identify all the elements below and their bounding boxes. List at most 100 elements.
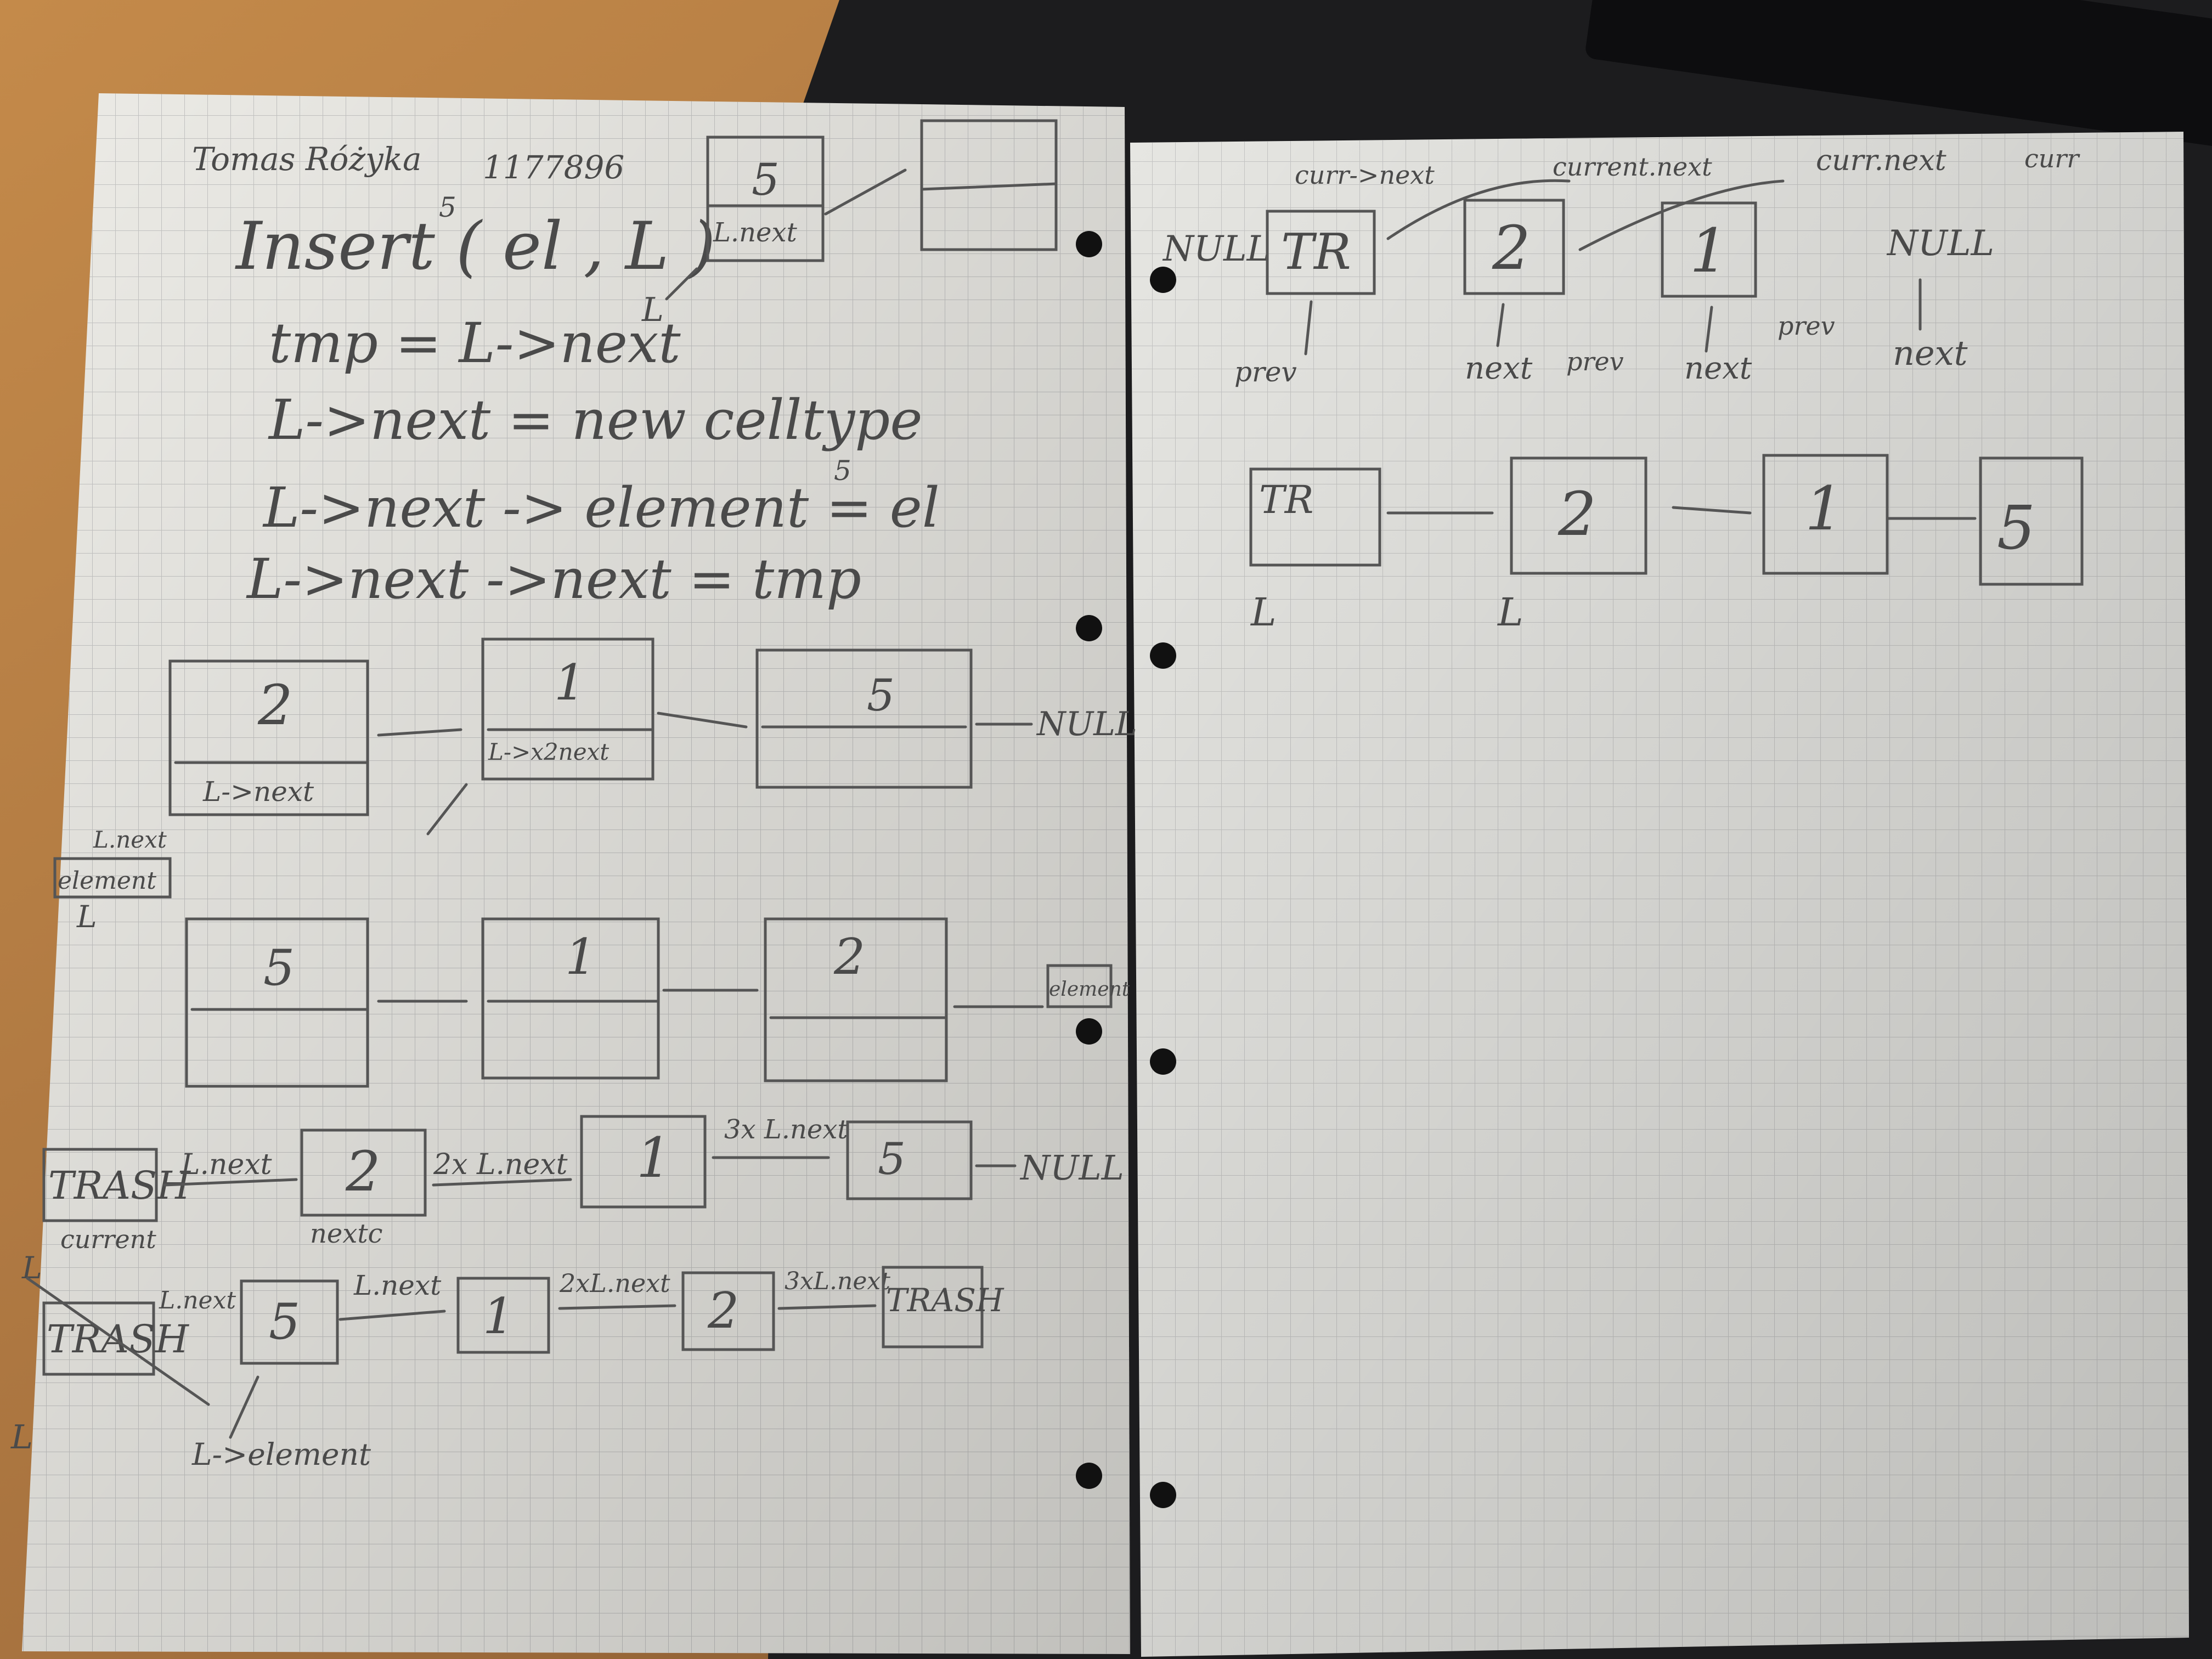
row3-below-current: current <box>60 1224 156 1254</box>
row1-list: 2 L->next 1 L->x2next 5 NULL L.next elem… <box>53 637 1137 934</box>
right-row1-null-left: NULL <box>1162 229 1270 269</box>
right-label-curr-next: curr->next <box>1295 160 1435 190</box>
row1-node3-value: 5 <box>867 670 895 721</box>
top-node-label: L.next <box>713 217 798 248</box>
row3-node-5 <box>846 1120 973 1200</box>
student-id: 1177896 <box>483 149 624 186</box>
top-node-value: 5 <box>752 154 780 205</box>
row4-node3-value: 2 <box>707 1282 739 1340</box>
row2-list: 5 1 2 element <box>185 917 1130 1088</box>
right-row2-pointer2: L <box>1497 590 1523 635</box>
code-title: Insert ( el , L ) <box>235 208 715 285</box>
row3-null: NULL <box>1019 1148 1124 1188</box>
right-row1: NULL TR 2 1 NULL prev next prev next pre… <box>1162 179 1994 388</box>
right-top-labels: curr->next current.next curr.next curr <box>1295 144 2080 190</box>
row4-list: TRASH L.next 5 L.next 1 2xL.next 2 3xL.n… <box>10 1266 1005 1472</box>
row3-list: TRASH L.next 2 2x L.next 1 3x L.next 5 N… <box>21 1114 1124 1285</box>
row1-node2-sub: L->x2next <box>488 738 609 765</box>
code-line-1: tmp = L->next <box>269 311 681 375</box>
row3-pointer: L <box>21 1250 42 1285</box>
row4-node-trash-end <box>882 1266 984 1348</box>
row1-node2-value: 1 <box>554 654 585 712</box>
right-row1-node3-value: 1 <box>1690 216 1728 286</box>
right-row1-node1-value: TR <box>1281 223 1351 281</box>
row4-node-1 <box>456 1277 550 1354</box>
row2-node-1 <box>481 917 660 1080</box>
right-label-current-next: current.next <box>1553 152 1712 182</box>
row1-side-label-a: L.next <box>93 826 167 853</box>
row4-node-5 <box>240 1279 339 1365</box>
right-row2-node-tr <box>1249 467 1381 567</box>
row1-node1-value: 2 <box>257 673 293 737</box>
top-node-diagram: 5 L.next L <box>641 119 1058 329</box>
right-row2-pointer1: L <box>1250 590 1276 635</box>
row4-node1-value: 5 <box>269 1293 300 1351</box>
right-row1-prev2: prev <box>1566 347 1624 376</box>
code-line-2: L->next = new celltype <box>268 388 923 452</box>
right-label-curr: curr <box>2024 144 2080 173</box>
right-label-curr-next2: curr.next <box>1816 144 1946 177</box>
row1-node-5 <box>755 648 973 789</box>
right-row1-prev1: prev <box>1234 356 1297 388</box>
row1-node-2 <box>168 659 369 816</box>
row2-node-5 <box>185 917 369 1088</box>
annotation-5: 5 <box>439 191 456 223</box>
row3-arrow2-label: 2x L.next <box>433 1148 568 1181</box>
right-row1-node-2 <box>1463 199 1565 295</box>
author-name: Tomas Różyka <box>192 140 422 178</box>
top-pointer-label: L <box>641 291 664 329</box>
row3-node3-value: 5 <box>878 1133 906 1184</box>
right-row2-node2-value: 2 <box>1558 479 1596 549</box>
right-row1-node2-value: 2 <box>1492 213 1531 283</box>
row4-arrow1-label: L.next <box>353 1269 442 1301</box>
right-row2-node3-value: 1 <box>1805 473 1843 544</box>
keyboard <box>1585 0 2212 148</box>
row3-node1-value: 2 <box>345 1139 381 1204</box>
row4-pointer: L <box>10 1418 33 1457</box>
left-header: Tomas Różyka 1177896 <box>192 140 624 186</box>
annotation-5b: 5 <box>834 455 851 487</box>
row1-node-1 <box>481 637 654 781</box>
row3-node-2 <box>300 1128 427 1217</box>
row2-node2-value: 1 <box>565 928 596 986</box>
row2-node3-value: 2 <box>833 928 865 986</box>
right-row1-null-right: NULL <box>1886 223 1994 264</box>
row4-arrow2-label: 2xL.next <box>559 1268 670 1298</box>
right-row1-next3: next <box>1684 351 1752 386</box>
right-row2-node-2 <box>1510 456 1647 575</box>
row4-below-label: L->element <box>191 1437 371 1472</box>
right-row1-prev3: prev <box>1778 311 1835 341</box>
right-row2-node4-value: 5 <box>1997 493 2035 563</box>
row3-node-trash <box>42 1148 158 1222</box>
right-row2-node1-value: TR <box>1259 477 1313 522</box>
right-row2: TR 2 1 5 L L <box>1249 454 2084 635</box>
code-line-4: L->next ->next = tmp <box>246 547 861 611</box>
row1-side-pointer: L <box>76 899 97 934</box>
row4-node2-value: 1 <box>483 1288 514 1345</box>
right-row1-node-1 <box>1661 201 1757 298</box>
row4-node0-value: TRASH <box>47 1317 190 1362</box>
row3-arrow3-label: 3x L.next <box>724 1114 848 1145</box>
row2-side-label: element <box>1049 978 1130 1001</box>
row1-node1-sub: L->next <box>202 776 314 808</box>
row3-below-next: nextc <box>310 1218 383 1249</box>
row4-node-2 <box>681 1271 775 1351</box>
right-row2-node-5 <box>1979 456 2084 586</box>
right-row1-node-tr <box>1266 210 1376 295</box>
code-block: Insert ( el , L ) 5 tmp = L->next L->nex… <box>235 191 940 611</box>
row4-arrow3-label: 3xL.next <box>785 1267 890 1295</box>
left-page <box>22 93 1130 1654</box>
row2-node-2 <box>764 917 948 1082</box>
row4-arrow0-label: L.next <box>159 1286 236 1314</box>
row1-side-label-b: element <box>58 867 156 895</box>
right-row1-next2: next <box>1465 351 1533 386</box>
row3-arrow1-label: L.next <box>180 1148 272 1181</box>
row2-node1-value: 5 <box>263 939 295 997</box>
row3-node2-value: 1 <box>636 1126 672 1190</box>
code-line-3: L->next -> element = el <box>262 476 940 540</box>
row3-node-1 <box>580 1115 707 1209</box>
row1-null: NULL <box>1036 705 1137 743</box>
row4-node4-value: TRASH <box>886 1282 1005 1319</box>
row4-node-trash <box>42 1301 155 1376</box>
